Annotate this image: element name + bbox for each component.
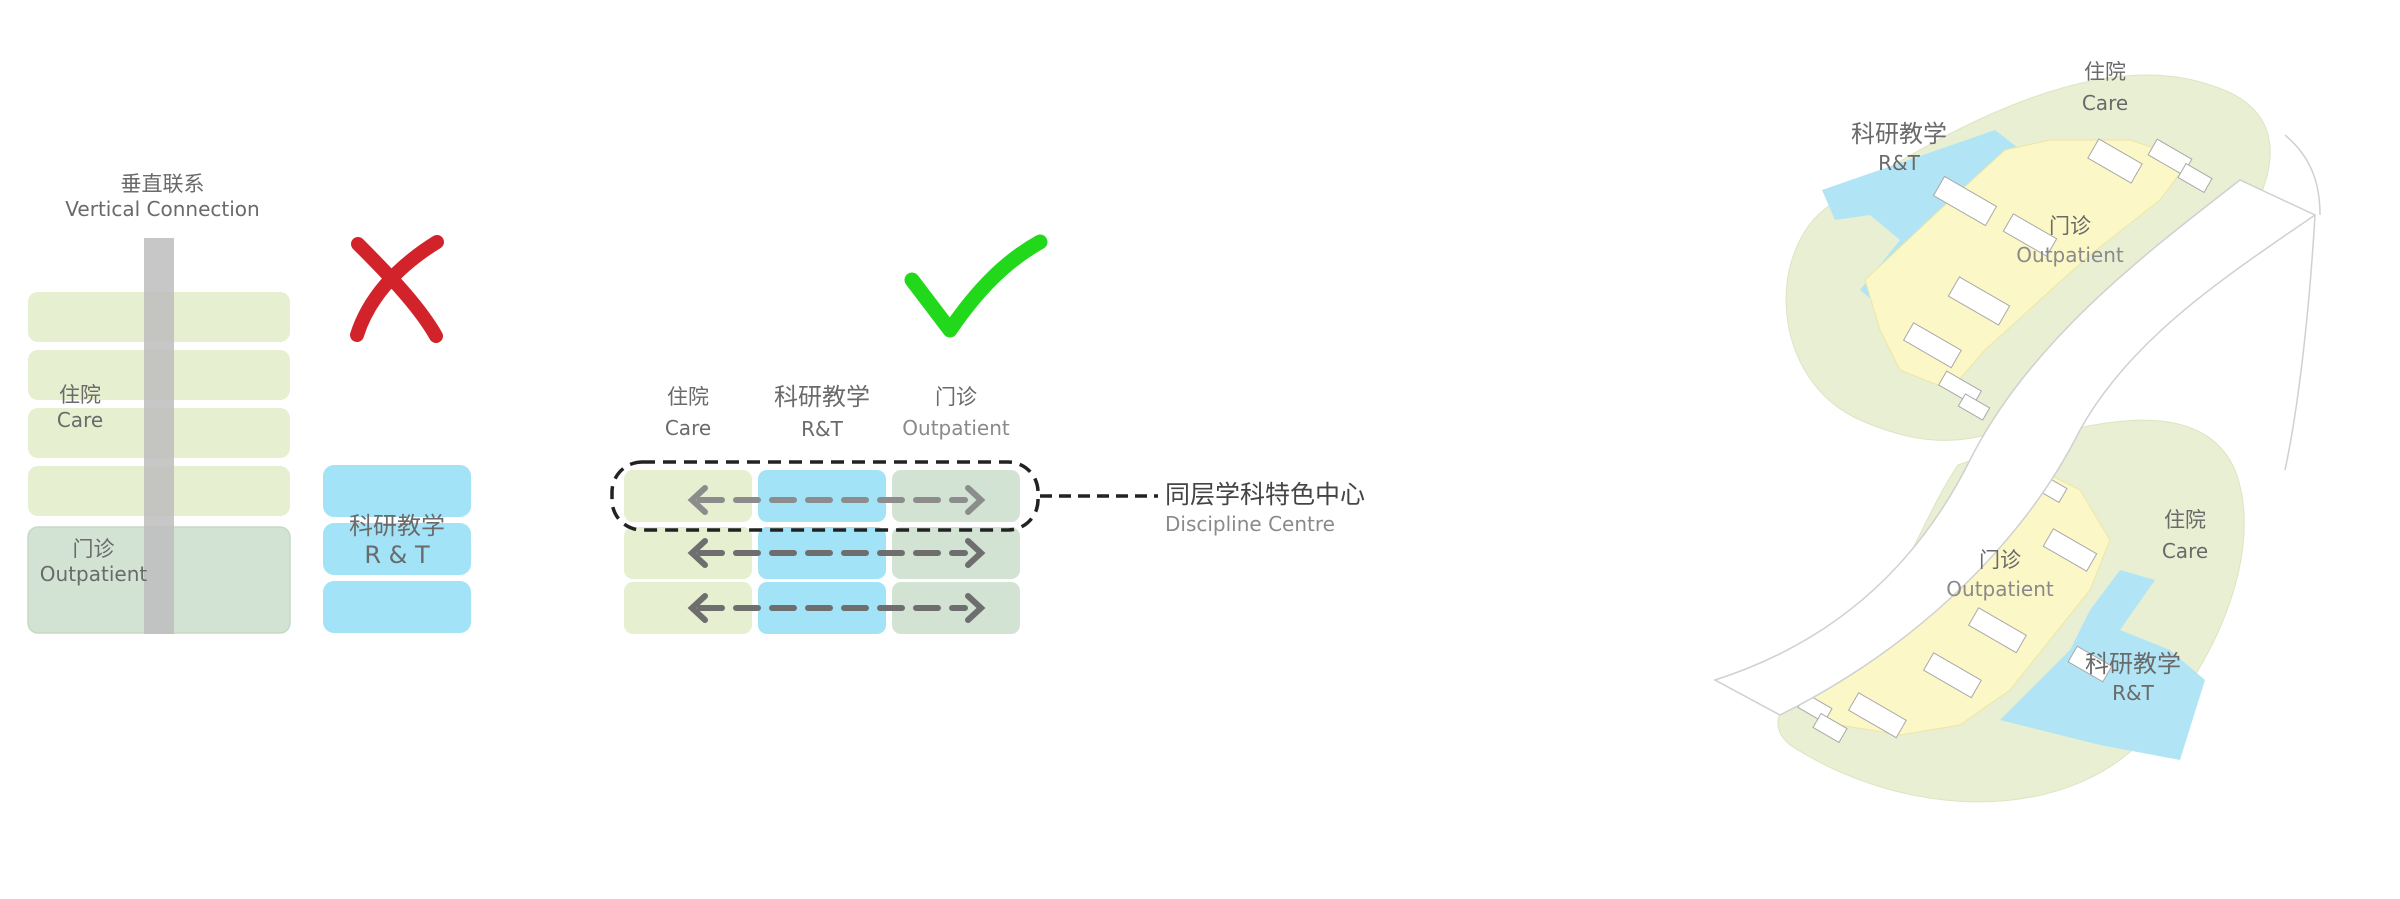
label-zh: 门诊 xyxy=(1979,548,2021,572)
label-en: R & T xyxy=(364,540,430,569)
label-zh: 垂直联系 xyxy=(120,172,205,196)
plan-bottom-care-label: 住院 Care xyxy=(2150,508,2220,563)
plan-top-care-label: 住院 Care xyxy=(2070,60,2140,115)
label-zh: 科研教学 xyxy=(774,383,870,411)
flow-arrow xyxy=(687,485,986,515)
flow-arrow xyxy=(687,593,986,623)
plan-top-rt-label: 科研教学 R&T xyxy=(1840,120,1958,175)
rt-label: 科研教学 R & T xyxy=(338,512,456,570)
wrong-stack-diagram xyxy=(27,235,471,634)
label-en: Vertical Connection xyxy=(65,197,260,222)
flow-arrow xyxy=(687,538,986,568)
label-en: Care xyxy=(56,408,104,433)
plan-road-edge xyxy=(2284,214,2316,471)
label-en: R&T xyxy=(2112,680,2154,705)
plan-outpatient-zone-top xyxy=(1864,139,2191,391)
label-zh: 科研教学 xyxy=(349,512,445,540)
highlight-dashed-outline xyxy=(610,460,1040,532)
right-floor-diagram xyxy=(610,234,1158,634)
rt-floor-block xyxy=(323,523,471,575)
plan-bottom-outpatient-label: 门诊 Outpatient xyxy=(1940,548,2060,601)
label-zh: 门诊 xyxy=(2049,214,2091,238)
plan-top-outpatient-label: 门诊 Outpatient xyxy=(2010,214,2130,267)
check-icon xyxy=(904,234,1048,338)
label-en: Care xyxy=(2161,539,2209,564)
label-zh: 住院 xyxy=(59,383,101,407)
rt-column-label: 科研教学 R&T xyxy=(760,383,884,441)
vertical-connection-bar xyxy=(144,238,174,634)
plan-bottom-rt-label: 科研教学 R&T xyxy=(2074,650,2192,705)
label-en: Care xyxy=(2081,91,2129,116)
rt-floor-block xyxy=(323,465,471,517)
outpatient-label: 门诊 Outpatient xyxy=(36,537,151,586)
label-en: R&T xyxy=(801,416,843,441)
label-zh: 住院 xyxy=(667,385,709,409)
label-zh: 住院 xyxy=(2164,508,2206,532)
label-zh: 住院 xyxy=(2084,60,2126,84)
label-en: Discipline Centre xyxy=(1165,512,1335,536)
vertical-connection-label: 垂直联系 Vertical Connection xyxy=(60,172,265,221)
site-plan xyxy=(1713,74,2321,803)
cross-icon xyxy=(350,235,444,343)
care-cell xyxy=(624,470,752,522)
care-column-label: 住院 Care xyxy=(640,385,736,440)
label-zh: 科研教学 xyxy=(2085,650,2181,678)
label-zh: 门诊 xyxy=(935,385,977,409)
outpatient-column-label: 门诊 Outpatient xyxy=(896,385,1016,440)
label-en: Outpatient xyxy=(902,416,1010,441)
care-label: 住院 Care xyxy=(45,383,115,432)
outpatient-cell xyxy=(892,470,1020,522)
discipline-centre-callout: 同层学科特色中心 Discipline Centre xyxy=(1165,480,1380,536)
label-en: Outpatient xyxy=(2016,243,2124,268)
label-zh: 科研教学 xyxy=(1851,120,1947,148)
label-zh: 同层学科特色中心 xyxy=(1165,480,1366,509)
building-footprints xyxy=(1797,138,2213,744)
label-en: Care xyxy=(664,416,712,441)
label-en: R&T xyxy=(1878,150,1920,175)
label-zh: 门诊 xyxy=(72,537,115,561)
label-en: Outpatient xyxy=(1946,577,2054,602)
rt-floor-block xyxy=(323,581,471,633)
label-en: Outpatient xyxy=(39,562,148,587)
plan-road-edge xyxy=(2284,134,2321,216)
rt-cell xyxy=(758,470,886,522)
